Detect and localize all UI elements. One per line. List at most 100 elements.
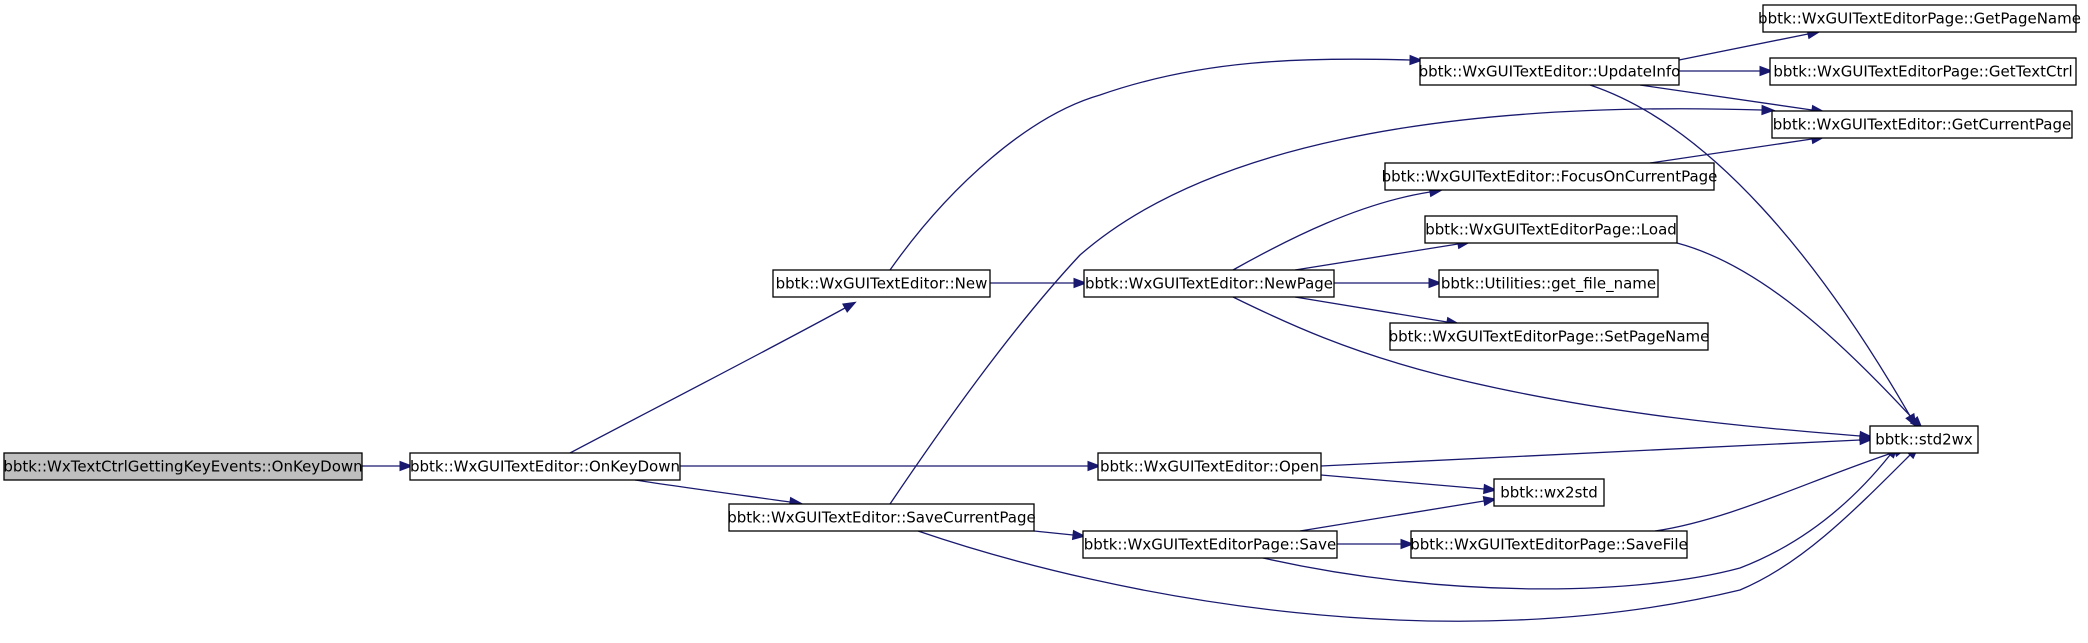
edge-n7-n17 bbox=[1337, 538, 1415, 550]
node-n17[interactable]: bbtk::WxGUITextEditorPage::SaveFile bbox=[1410, 530, 1688, 559]
node-n8[interactable]: bbtk::WxGUITextEditorPage::GetPageName bbox=[1758, 4, 2081, 33]
edge-arrowhead bbox=[1859, 430, 1874, 442]
node-box bbox=[1493, 478, 1605, 507]
edge-arrowhead bbox=[1759, 65, 1774, 77]
edge-line bbox=[634, 479, 791, 503]
edge-n6-n12 bbox=[1294, 238, 1472, 271]
node-box bbox=[1083, 269, 1335, 298]
edge-n4-n16 bbox=[1320, 474, 1498, 495]
edge-n0-n1 bbox=[362, 460, 414, 472]
node-box bbox=[1419, 57, 1680, 86]
node-label: bbtk::WxGUITextEditor::UpdateInfo bbox=[1419, 63, 1681, 81]
edge-n6-n13 bbox=[1334, 277, 1443, 289]
node-label: bbtk::WxGUITextEditor::FocusOnCurrentPag… bbox=[1382, 168, 1718, 186]
edge-line bbox=[1320, 439, 1861, 467]
edge-line bbox=[889, 108, 1763, 505]
edge-n5-n9 bbox=[1679, 65, 1774, 77]
edge-n4-n15 bbox=[1320, 434, 1874, 467]
node-label: bbtk::WxGUITextEditor::SaveCurrentPage bbox=[727, 509, 1036, 527]
node-n0[interactable]: bbtk::WxTextCtrlGettingKeyEvents::OnKeyD… bbox=[3, 452, 363, 481]
node-label: bbtk::WxGUITextEditorPage::SaveFile bbox=[1410, 536, 1688, 554]
edge-arrowhead bbox=[842, 301, 857, 313]
edge-n2-n5 bbox=[889, 54, 1424, 271]
node-label: bbtk::WxGUITextEditorPage::Save bbox=[1084, 536, 1336, 554]
node-label: bbtk::WxTextCtrlGettingKeyEvents::OnKeyD… bbox=[3, 458, 362, 476]
edge-line bbox=[1262, 454, 1891, 590]
node-box bbox=[1771, 110, 2073, 139]
edge-line bbox=[889, 58, 1411, 271]
edge-line bbox=[1649, 138, 1813, 164]
edge-n1-n4 bbox=[680, 460, 1102, 472]
edge-arrowhead bbox=[1087, 460, 1102, 472]
node-n6[interactable]: bbtk::WxGUITextEditor::NewPage bbox=[1083, 269, 1335, 298]
node-n3[interactable]: bbtk::WxGUITextEditor::SaveCurrentPage bbox=[727, 503, 1036, 532]
edge-n6-n15 bbox=[1232, 296, 1874, 442]
node-label: bbtk::WxGUITextEditorPage::Load bbox=[1425, 221, 1677, 239]
node-n7[interactable]: bbtk::WxGUITextEditorPage::Save bbox=[1082, 530, 1338, 559]
node-n16[interactable]: bbtk::wx2std bbox=[1493, 478, 1605, 507]
edge-n6-n14 bbox=[1294, 296, 1461, 328]
edge-n7-n15 bbox=[1262, 444, 1899, 590]
node-box bbox=[1762, 4, 2077, 33]
node-label: bbtk::WxGUITextEditor::NewPage bbox=[1085, 275, 1333, 293]
node-n4[interactable]: bbtk::WxGUITextEditor::Open bbox=[1097, 452, 1322, 481]
edge-arrowhead bbox=[1483, 483, 1498, 495]
node-n1[interactable]: bbtk::WxGUITextEditor::OnKeyDown bbox=[409, 452, 681, 481]
edge-n17-n15 bbox=[1654, 447, 1908, 532]
node-n15[interactable]: bbtk::std2wx bbox=[1869, 425, 1979, 454]
edge-n3-n10 bbox=[889, 104, 1776, 505]
edge-line bbox=[1676, 242, 1915, 421]
edge-n7-n16 bbox=[1299, 495, 1498, 532]
node-n12[interactable]: bbtk::WxGUITextEditorPage::Load bbox=[1424, 215, 1678, 244]
node-label: bbtk::WxGUITextEditor::OnKeyDown bbox=[410, 458, 680, 476]
edge-line bbox=[917, 454, 1911, 622]
node-box bbox=[409, 452, 681, 481]
edge-n6-n11 bbox=[1232, 186, 1444, 271]
node-label: bbtk::WxGUITextEditor::Open bbox=[1100, 458, 1319, 476]
edge-arrowhead bbox=[1073, 277, 1088, 289]
node-n5[interactable]: bbtk::WxGUITextEditor::UpdateInfo bbox=[1419, 57, 1681, 86]
node-n14[interactable]: bbtk::WxGUITextEditorPage::SetPageName bbox=[1389, 322, 1710, 351]
node-label: bbtk::WxGUITextEditor::New bbox=[776, 275, 988, 293]
edge-n12-n15 bbox=[1676, 242, 1924, 430]
edge-line bbox=[1033, 530, 1074, 536]
node-box bbox=[1410, 530, 1688, 559]
node-box bbox=[1769, 57, 2077, 86]
edge-arrowhead bbox=[1071, 529, 1087, 541]
node-box bbox=[1384, 162, 1715, 191]
node-n9[interactable]: bbtk::WxGUITextEditorPage::GetTextCtrl bbox=[1769, 57, 2077, 86]
edge-line bbox=[1294, 296, 1448, 323]
edges-layer bbox=[362, 28, 1924, 622]
node-label: bbtk::std2wx bbox=[1875, 431, 1973, 449]
node-n13[interactable]: bbtk::Utilities::get_file_name bbox=[1438, 269, 1659, 298]
edge-n1-n3 bbox=[634, 479, 804, 508]
edge-arrowhead bbox=[1428, 277, 1443, 289]
edge-arrowhead bbox=[399, 460, 414, 472]
node-box bbox=[1389, 322, 1709, 351]
node-box bbox=[1097, 452, 1322, 481]
node-n11[interactable]: bbtk::WxGUITextEditor::FocusOnCurrentPag… bbox=[1382, 162, 1718, 191]
edge-n1-n2 bbox=[569, 301, 857, 454]
edge-n5-n8 bbox=[1678, 28, 1822, 61]
edge-n3-n7 bbox=[1033, 529, 1087, 541]
edge-line bbox=[1589, 84, 1911, 417]
edge-arrowhead bbox=[1761, 104, 1776, 116]
node-box bbox=[1082, 530, 1338, 559]
edge-n5-n10 bbox=[1639, 84, 1826, 116]
node-box bbox=[1869, 425, 1979, 454]
edge-line bbox=[1320, 474, 1485, 490]
node-label: bbtk::WxGUITextEditorPage::GetPageName bbox=[1758, 10, 2081, 28]
node-label: bbtk::wx2std bbox=[1500, 484, 1598, 502]
node-box bbox=[728, 503, 1035, 532]
edge-line bbox=[1232, 296, 1861, 437]
node-box bbox=[3, 452, 363, 481]
edge-line bbox=[1232, 191, 1431, 271]
node-n10[interactable]: bbtk::WxGUITextEditor::GetCurrentPage bbox=[1771, 110, 2073, 139]
node-label: bbtk::Utilities::get_file_name bbox=[1441, 275, 1656, 294]
edge-line bbox=[1299, 500, 1485, 532]
edge-line bbox=[1678, 33, 1809, 61]
edge-arrowhead bbox=[1400, 538, 1415, 550]
node-n2[interactable]: bbtk::WxGUITextEditor::New bbox=[772, 269, 991, 298]
node-label: bbtk::WxGUITextEditor::GetCurrentPage bbox=[1773, 116, 2071, 134]
